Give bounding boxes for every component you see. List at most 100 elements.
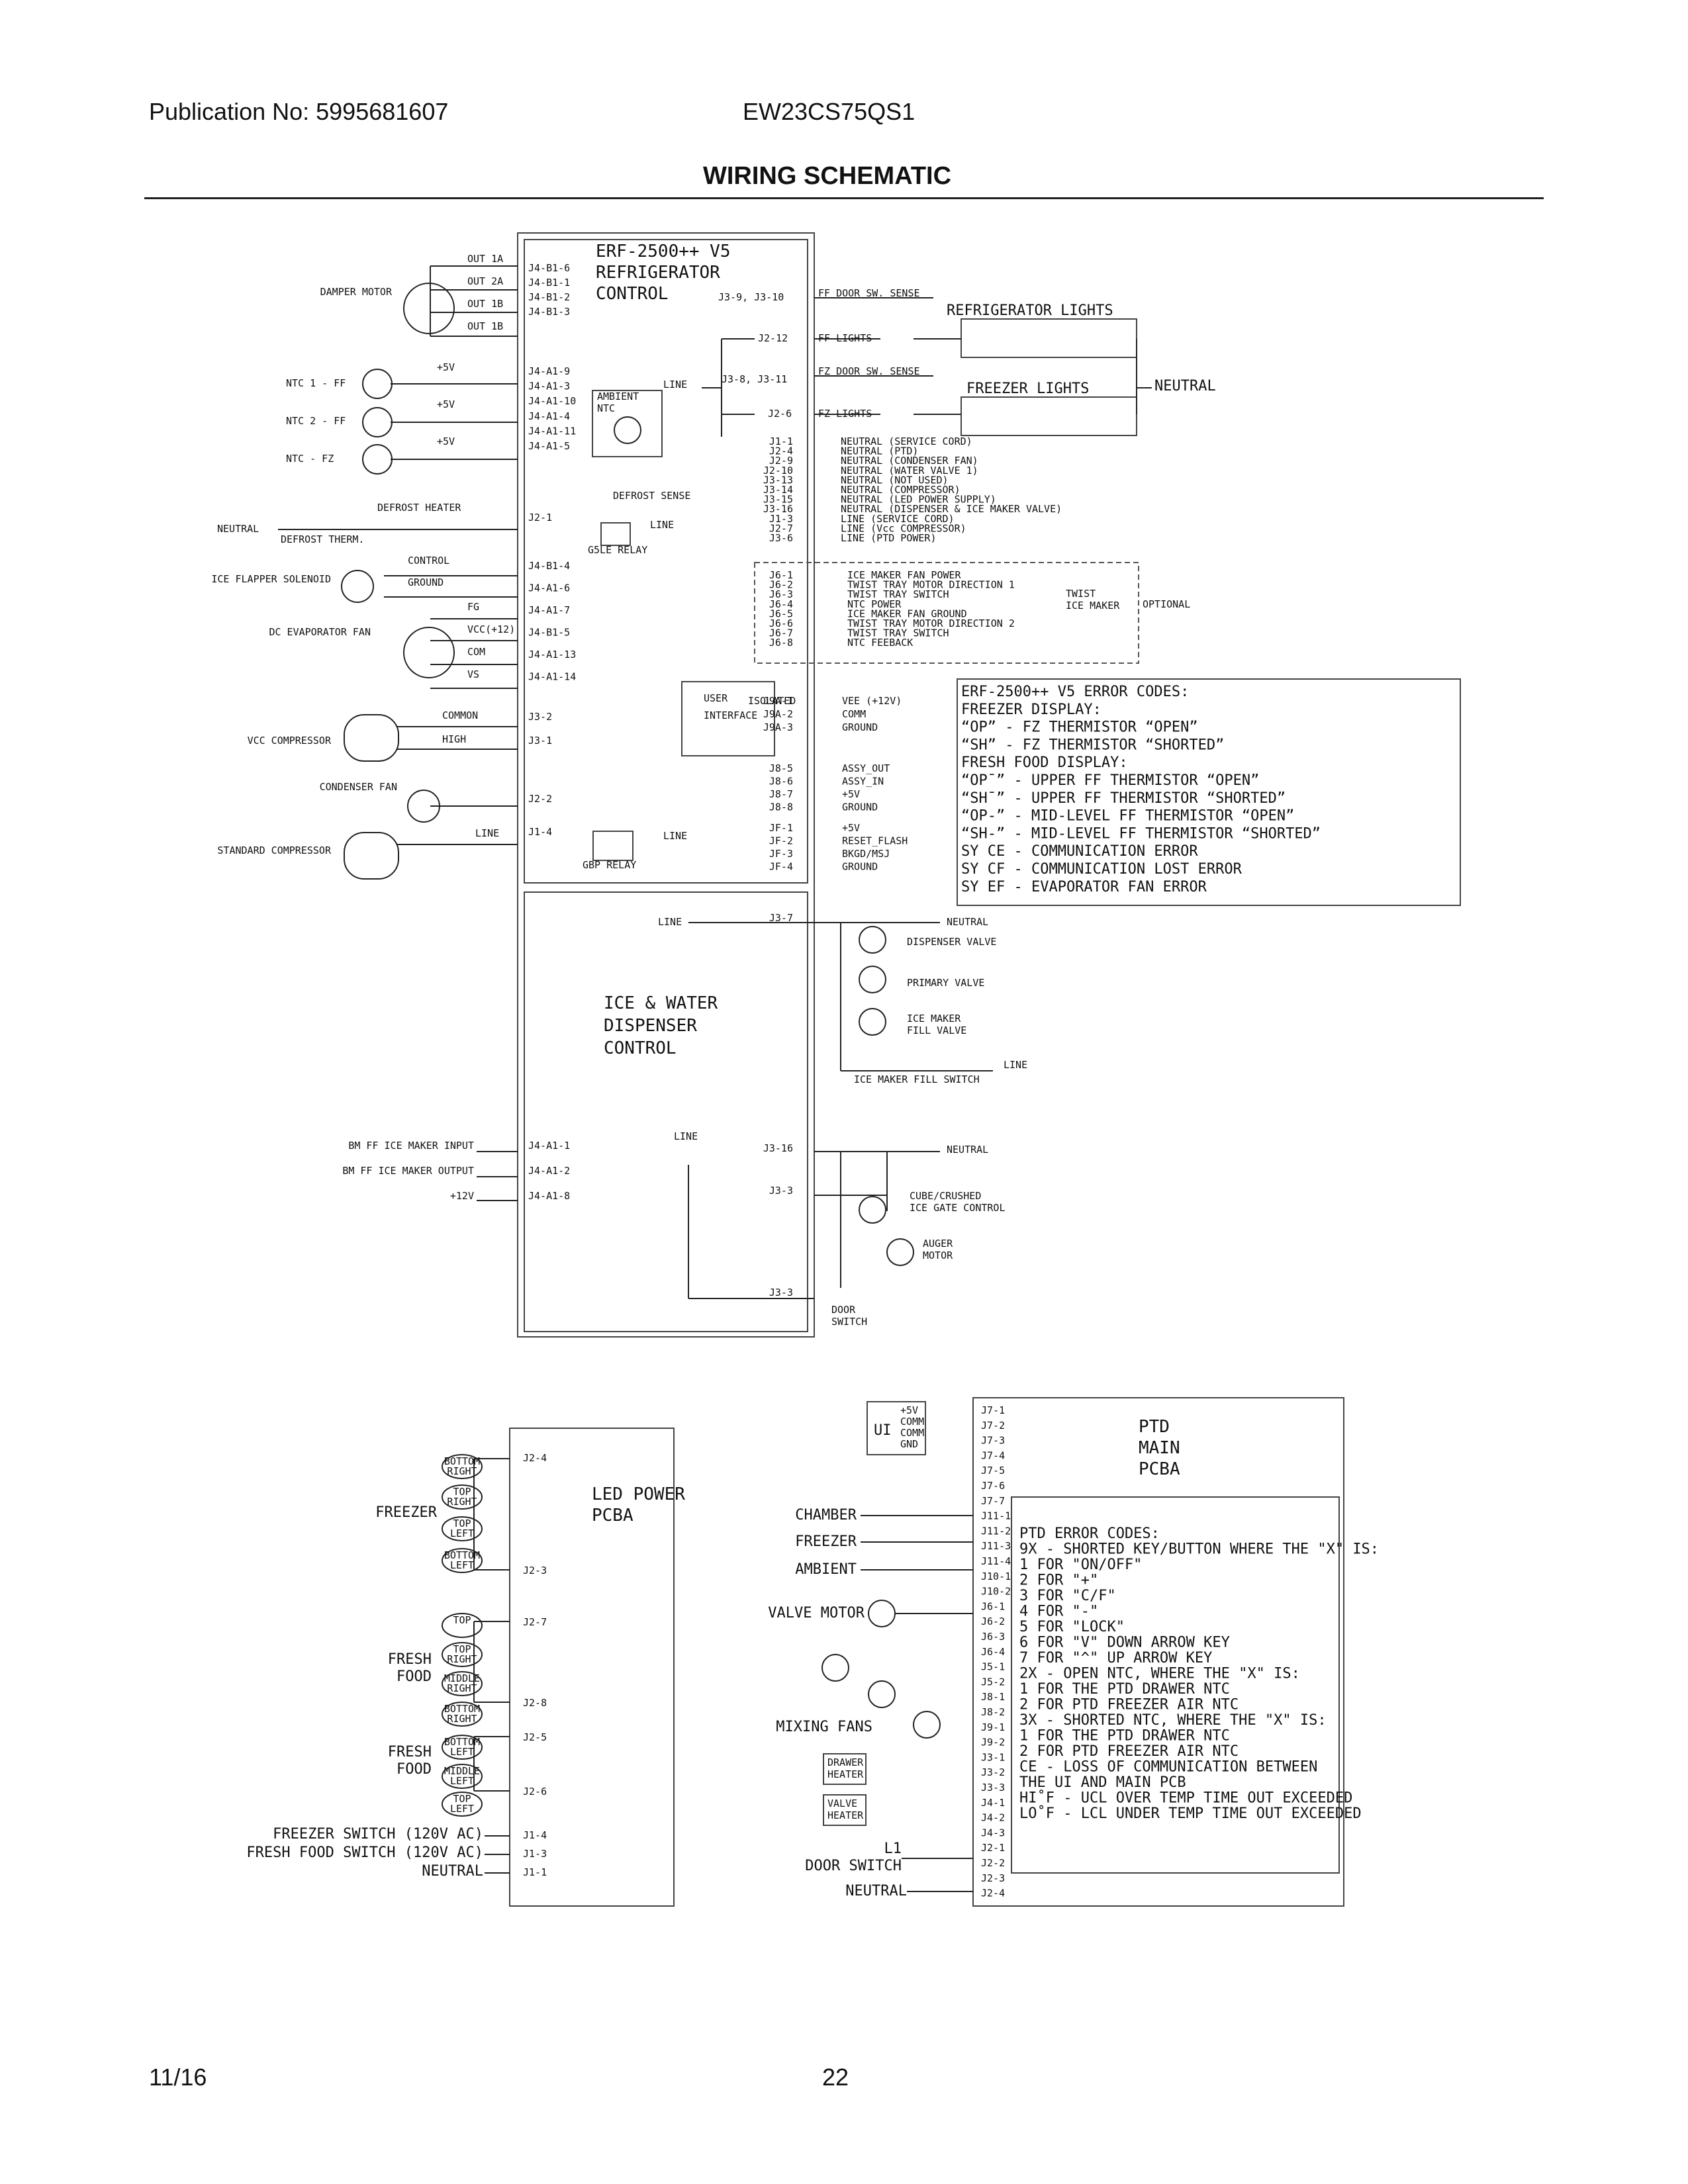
wire-label: COM <box>467 646 485 658</box>
connector-pin: J7-4 <box>981 1449 1005 1461</box>
connector-pin: J3-2 <box>981 1766 1005 1778</box>
connector-pin: J9-2 <box>981 1737 1005 1749</box>
connector-pin: J2-4 <box>769 445 793 457</box>
connector-pin: J8-6 <box>769 776 793 788</box>
connector-pin: J3-16 <box>763 1142 793 1154</box>
led-lamp <box>442 1548 483 1573</box>
pin-description: BKGD/MSJ <box>842 848 890 860</box>
wire-label: CONTROL <box>408 555 449 567</box>
error-code-line: FRESH FOOD DISPLAY: <box>961 754 1128 771</box>
neutral-label: NEUTRAL <box>1154 378 1216 394</box>
signal-label: FZ LIGHTS <box>818 408 872 420</box>
connector-pin: J4-B1-2 <box>528 291 570 303</box>
component-label: DEFROST HEATER <box>377 502 461 514</box>
wire-label: LINE <box>1004 1059 1027 1071</box>
connector-pin: J1-3 <box>769 513 793 525</box>
wire-label: +5V <box>437 361 455 373</box>
wire-label: DEFROST SENSE <box>613 490 690 502</box>
valve-label: FILL VALVE <box>907 1024 966 1036</box>
connector-pin: J2-10 <box>763 465 793 477</box>
sensor-label: FREEZER <box>795 1533 857 1550</box>
connector-pin: J4-3 <box>981 1827 1005 1839</box>
pin-description: ASSY_OUT <box>842 762 890 774</box>
connector-pin: J4-A1-3 <box>528 381 570 392</box>
connector-pin: J3-2 <box>528 711 552 723</box>
connector-pin: J9A-3 <box>763 721 793 733</box>
sensor-label: CHAMBER <box>795 1507 857 1524</box>
neutral-label: NEUTRAL <box>947 1144 988 1156</box>
group-label: FOOD <box>397 1668 432 1685</box>
ptd-error-line: 2 FOR PTD FREEZER AIR NTC <box>1019 1697 1239 1713</box>
connector-pin: J4-2 <box>981 1812 1005 1824</box>
isolated-label: ISOLATED <box>748 695 796 707</box>
pin-description: LINE (SERVICE CORD) <box>841 513 955 525</box>
led-lamp <box>442 1671 483 1696</box>
lights-label: FREEZER LIGHTS <box>966 381 1089 397</box>
connector-pin: J4-A1-13 <box>528 649 576 660</box>
lamp-label: BOTTOM <box>444 1549 480 1561</box>
wire-label: OUT 1A <box>467 253 503 265</box>
pin-label: J2-12 <box>758 332 788 344</box>
pin-description: RESET_FLASH <box>842 835 908 847</box>
connector-pin: J6-2 <box>981 1615 1005 1627</box>
connector-pin: J3-3 <box>981 1782 1005 1794</box>
door-switch-label: SWITCH <box>831 1316 867 1328</box>
connector-pin: J10-2 <box>981 1586 1011 1598</box>
error-code-line: “SH” - FZ THERMISTOR “SHORTED” <box>961 737 1224 753</box>
connector-pin: J4-A1-10 <box>528 395 576 407</box>
pin-description: NEUTRAL (SERVICE CORD) <box>841 435 972 447</box>
ui-pin: COMM <box>900 1427 924 1439</box>
error-code-line: SY EF - EVAPORATOR FAN ERROR <box>961 879 1207 895</box>
relay-label: G5LE RELAY <box>588 544 647 556</box>
twist-ice-maker-label: TWIST <box>1066 588 1096 600</box>
switch-label: FREEZER SWITCH (120V AC) <box>273 1826 483 1843</box>
connector-pin: J7-7 <box>981 1495 1005 1507</box>
led-pcba-title: LED POWER <box>592 1484 685 1504</box>
pin-description: LINE (Vcc COMPRESSOR) <box>841 522 966 534</box>
connector-pin: J3-6 <box>769 532 793 544</box>
led-lamp <box>442 1454 483 1479</box>
connector-pin: J4-A1-11 <box>528 425 576 437</box>
error-code-line: “OP” - FZ THERMISTOR “OPEN” <box>961 719 1198 736</box>
pin-description: TWIST TRAY SWITCH <box>847 588 949 600</box>
connector-pin: J8-1 <box>981 1691 1005 1703</box>
connector-pin: J2-2 <box>528 793 552 805</box>
pin-description: TWIST TRAY SWITCH <box>847 627 949 639</box>
connector-pin: J3-1 <box>528 735 552 747</box>
lamp-label: LEFT <box>450 1527 474 1539</box>
switch-label: DOOR SWITCH <box>805 1858 902 1874</box>
lamp-label: LEFT <box>450 1559 474 1571</box>
ptd-error-line: 7 FOR "^" UP ARROW KEY <box>1019 1650 1212 1666</box>
ptd-error-line: PTD ERROR CODES: <box>1019 1525 1160 1542</box>
pin-description: VEE (+12V) <box>842 695 902 707</box>
connector-pin: JF-4 <box>769 861 793 873</box>
publication-number: Publication No: 5995681607 <box>149 98 449 125</box>
wire-label: LINE <box>475 827 499 839</box>
input-label: BM FF ICE MAKER OUTPUT <box>342 1165 474 1177</box>
sensor-label: AMBIENT <box>795 1561 857 1578</box>
ptd-error-line: HI˚F - UCL OVER TEMP TIME OUT EXCEEDED <box>1019 1790 1352 1807</box>
ptd-error-line: 9X - SHORTED KEY/BUTTON WHERE THE "X" IS… <box>1019 1541 1379 1558</box>
pin-description: LINE (PTD POWER) <box>841 532 937 544</box>
connector-pin: J7-1 <box>981 1404 1005 1416</box>
user-interface-label: USER <box>704 692 728 704</box>
connector-pin: J3-13 <box>763 474 793 486</box>
led-lamp <box>442 1613 483 1638</box>
connector-pin: J4-B1-4 <box>528 560 570 572</box>
switch-label: FRESH FOOD SWITCH (120V AC) <box>246 1844 483 1861</box>
lamp-label: RIGHT <box>447 1496 477 1508</box>
wire-label: VCC(+12) <box>467 623 515 635</box>
connector-pin: J9A-1 <box>763 695 793 707</box>
error-code-line: FREEZER DISPLAY: <box>961 702 1102 718</box>
signal-label: FF LIGHTS <box>818 332 872 344</box>
led-lamp <box>442 1516 483 1541</box>
lamp-label: BOTTOM <box>444 1736 480 1748</box>
control-title: ERF-2500++ V5 <box>596 242 731 261</box>
connector-pin: J6-5 <box>769 608 793 619</box>
group-label: FRESH <box>388 1744 432 1760</box>
pin-description: GROUND <box>842 861 878 873</box>
connector-pin: J4-A1-1 <box>528 1140 570 1152</box>
connector-pin: J2-1 <box>981 1842 1005 1854</box>
lamp-label: RIGHT <box>447 1713 477 1725</box>
wire-label: HIGH <box>442 733 466 745</box>
